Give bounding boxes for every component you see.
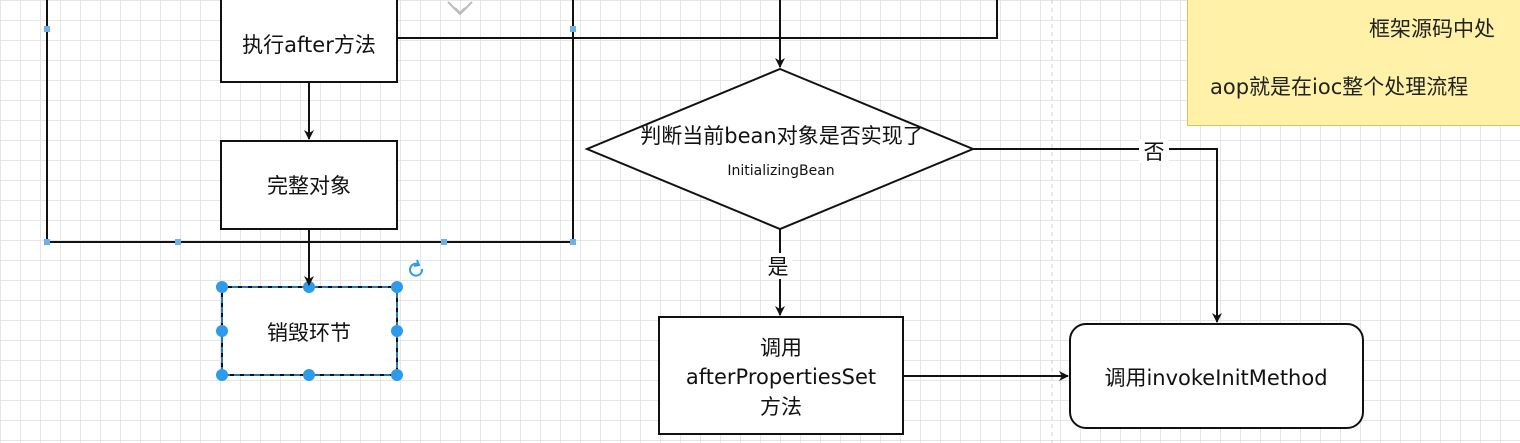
node-complete-object-label: 完整对象 bbox=[267, 174, 351, 198]
edge-label-yes: 是 bbox=[768, 255, 789, 279]
container-handles bbox=[44, 26, 576, 245]
node-call-after-props-line3: 方法 bbox=[760, 395, 802, 419]
edge-label-no: 否 bbox=[1144, 140, 1165, 164]
edges bbox=[304, 0, 1222, 381]
node-call-after-props-line1: 调用 bbox=[760, 336, 802, 360]
node-destroy-phase-label: 销毁环节 bbox=[267, 321, 351, 345]
node-call-after-properties-set[interactable]: 调用 afterPropertiesSet 方法 bbox=[658, 316, 904, 435]
edge-into-decision[interactable] bbox=[712, 0, 785, 68]
node-decision[interactable]: 判断当前bean对象是否实现了 InitializingBean bbox=[584, 67, 976, 231]
node-call-invoke-init-label: 调用invokeInitMethod bbox=[1104, 366, 1327, 390]
edge-decision-no[interactable] bbox=[973, 148, 1222, 323]
node-decision-label: 判断当前bean对象是否实现了 bbox=[640, 124, 923, 148]
node-call-after-props-line2: afterPropertiesSet bbox=[686, 365, 876, 389]
note-line-2: aop就是在ioc整个处理流程 bbox=[1210, 75, 1469, 99]
note-line-1: 框架源码中处 bbox=[1369, 17, 1495, 41]
move-handle-icon[interactable] bbox=[447, 1, 473, 16]
note-box[interactable]: 框架源码中处 aop就是在ioc整个处理流程 bbox=[1187, 0, 1520, 126]
edge-label-yes-bg bbox=[763, 253, 793, 279]
node-complete-object[interactable]: 完整对象 bbox=[220, 140, 398, 230]
rotate-icon[interactable] bbox=[409, 259, 424, 277]
node-destroy-phase[interactable]: 销毁环节 bbox=[221, 286, 398, 376]
node-call-invoke-init-method[interactable]: 调用invokeInitMethod bbox=[1069, 323, 1364, 429]
node-after-method-label: 执行after方法 bbox=[242, 33, 376, 57]
node-after-method[interactable]: 执行after方法 bbox=[220, 0, 398, 83]
edge-label-no-bg bbox=[1139, 139, 1169, 163]
node-decision-sublabel: InitializingBean bbox=[727, 163, 834, 179]
edge-after-to-top[interactable] bbox=[397, 0, 998, 39]
